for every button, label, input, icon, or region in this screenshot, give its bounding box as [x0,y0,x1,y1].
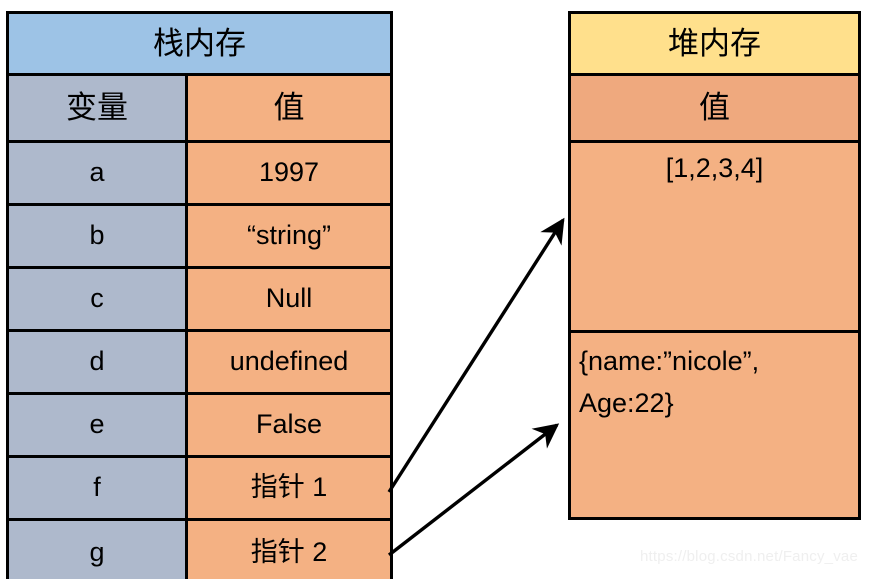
heap-memory-table: 堆内存 值 [1,2,3,4] {name:”nicole”, Age:22} [568,11,861,520]
stack-value-e: False [188,395,390,455]
stack-variable-e: e [9,395,188,455]
stack-variable-a: a [9,143,188,203]
heap-value-object: {name:”nicole”, Age:22} [579,346,760,418]
stack-variable-b: b [9,206,188,266]
stack-header-variable: 变量 [9,76,188,140]
heap-value-array: [1,2,3,4] [665,153,764,183]
heap-slot-array: [1,2,3,4] [571,143,858,333]
table-row: f 指针 1 [9,458,390,521]
stack-title: 栈内存 [9,14,390,73]
stack-variable-d: d [9,332,188,392]
table-row: e False [9,395,390,458]
stack-variable-c: c [9,269,188,329]
heap-slot-object: {name:”nicole”, Age:22} [571,333,858,520]
heap-title: 堆内存 [571,14,858,73]
stack-header-value: 值 [188,76,390,140]
stack-value-b: “string” [188,206,390,266]
table-row: c Null [9,269,390,332]
stack-value-c: Null [188,269,390,329]
stack-variable-g: g [9,521,188,579]
watermark-text: https://blog.csdn.net/Fancy_vae [640,548,858,565]
stack-value-d: undefined [188,332,390,392]
stack-memory-table: 栈内存 变量 值 a 1997 b “string” c Null d unde… [6,11,393,579]
table-row: d undefined [9,332,390,395]
heap-header-value: 值 [571,76,858,140]
table-row: b “string” [9,206,390,269]
stack-value-g: 指针 2 [188,521,390,579]
arrow-pointer-2-to-object [387,423,560,557]
stack-value-a: 1997 [188,143,390,203]
stack-header-row: 变量 值 [9,76,390,143]
heap-title-row: 堆内存 [571,14,858,76]
arrow-pointer-1-to-array [387,217,565,493]
table-row: a 1997 [9,143,390,206]
stack-variable-f: f [9,458,188,518]
heap-header-row: 值 [571,76,858,143]
stack-value-f: 指针 1 [188,458,390,518]
table-row: g 指针 2 [9,521,390,579]
stack-title-row: 栈内存 [9,14,390,76]
